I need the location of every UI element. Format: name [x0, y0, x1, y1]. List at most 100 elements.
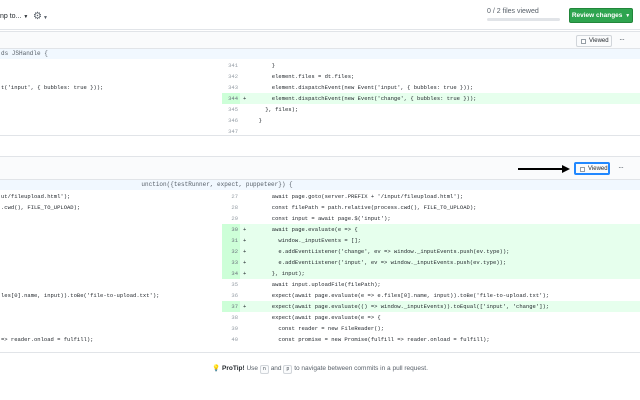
- line-number[interactable]: 38: [231, 314, 238, 321]
- chevron-down-icon: ▼: [42, 15, 48, 21]
- diff-sign: +: [243, 246, 251, 257]
- left-code: les[0].name, input)).toBe('file-to-uploa…: [1, 292, 160, 299]
- right-code: const reader = new FileReader();: [252, 325, 385, 332]
- right-code: }, input);: [252, 268, 640, 279]
- diff-sign: +: [243, 301, 251, 312]
- diff-line: 38 expect(await page.evaluate(e => {: [0, 312, 640, 323]
- line-number[interactable]: 29: [231, 215, 238, 222]
- more-options-icon[interactable]: ···: [619, 35, 625, 44]
- left-code: ut/fileupload.html');: [1, 193, 71, 200]
- diff-sign: +: [243, 235, 251, 246]
- right-code: }: [252, 62, 276, 69]
- diff-line: 34+ }, input);: [0, 268, 640, 279]
- right-code: element.dispatchEvent(new Event('change'…: [252, 93, 640, 104]
- file-diff-2: Viewed ··· unction({testRunner, expect, …: [0, 156, 640, 353]
- diff-line: 35 await input.uploadFile(filePath);: [0, 279, 640, 290]
- checkbox-icon: [581, 39, 586, 44]
- protip: 💡 ProTip! Use n and p to navigate betwee…: [0, 364, 640, 374]
- viewed-label: Viewed: [589, 38, 609, 44]
- diff-line: 37+ expect(await page.evaluate(() => win…: [0, 301, 640, 312]
- diff-line: 31+ window._inputEvents = [];: [0, 235, 640, 246]
- right-code: element.dispatchEvent(new Event('input',…: [252, 84, 474, 91]
- viewed-label: Viewed: [588, 166, 608, 172]
- kbd-key: n: [259, 365, 269, 374]
- diff-line: 32+ e.addEventListener('change', ev => w…: [0, 246, 640, 257]
- diff-line: 344+ element.dispatchEvent(new Event('ch…: [0, 93, 640, 104]
- line-number[interactable]: 31: [222, 235, 240, 246]
- files-viewed-counter: 0 / 2 files viewed: [487, 8, 539, 15]
- line-number[interactable]: 341: [228, 62, 238, 69]
- line-number[interactable]: 30: [222, 224, 240, 235]
- line-number[interactable]: 345: [228, 106, 238, 113]
- line-number[interactable]: 342: [228, 73, 238, 80]
- right-code: window._inputEvents = [];: [252, 235, 640, 246]
- jump-to-label: np to...: [0, 13, 22, 20]
- viewed-checkbox-button[interactable]: Viewed: [576, 35, 612, 47]
- line-number[interactable]: 32: [222, 246, 240, 257]
- line-number[interactable]: 33: [222, 257, 240, 268]
- hunk-header: ds JSHandle {: [0, 49, 640, 59]
- line-number[interactable]: 34: [222, 268, 240, 279]
- left-code: .cwd(), FILE_TO_UPLOAD);: [1, 204, 81, 211]
- chevron-down-icon: ▼: [625, 13, 631, 19]
- right-code: expect(await page.evaluate(() => window.…: [252, 301, 640, 312]
- diff-line: 39 const reader = new FileReader();: [0, 323, 640, 334]
- right-code: element.files = dt.files;: [252, 73, 355, 80]
- diff-settings-menu[interactable]: ⚙▼: [33, 11, 48, 22]
- jump-to-menu[interactable]: np to...▼: [0, 13, 28, 20]
- line-number[interactable]: 346: [228, 117, 238, 124]
- diff-sign: +: [243, 268, 251, 279]
- diff-line: ut/fileupload.html'); 27 await page.goto(…: [0, 191, 640, 202]
- line-number[interactable]: 39: [231, 325, 238, 332]
- diff-line: 345 }, files);: [0, 104, 640, 115]
- diff-line: les[0].name, input)).toBe('file-to-uploa…: [0, 290, 640, 301]
- lightbulb-icon: 💡: [212, 365, 221, 372]
- protip-text: Use: [246, 365, 259, 372]
- review-changes-label: Review changes: [571, 12, 623, 19]
- left-code: => reader.onload = fulfill);: [1, 336, 94, 343]
- more-options-icon[interactable]: ···: [618, 163, 624, 172]
- right-code: await page.evaluate(e => {: [252, 224, 640, 235]
- diff-sign: +: [243, 93, 251, 104]
- line-number[interactable]: 347: [228, 128, 238, 135]
- diff-line: 30+ await page.evaluate(e => {: [0, 224, 640, 235]
- viewed-checkbox-button[interactable]: Viewed: [574, 162, 610, 175]
- right-code: const filePath = path.relative(process.c…: [252, 204, 477, 211]
- right-code: const input = await page.$('input');: [252, 215, 391, 222]
- annotation-arrow-icon: [518, 165, 570, 173]
- hunk-header: unction({testRunner, expect, puppeteer})…: [0, 180, 640, 190]
- line-number[interactable]: 344: [222, 93, 240, 104]
- right-code: expect(await page.evaluate(e => {: [252, 314, 381, 321]
- file-diff-1: Viewed ··· ds JSHandle { 341 } 342 elemen…: [0, 31, 640, 136]
- diff-toolbar: np to...▼ ⚙▼ 0 / 2 files viewed Review c…: [0, 0, 640, 30]
- right-code: expect(await page.evaluate(e => e.files[…: [252, 292, 550, 299]
- diff-line: t('input', { bubbles: true }));343 eleme…: [0, 82, 640, 93]
- file-header: Viewed ···: [0, 32, 640, 49]
- right-code: }: [252, 117, 262, 124]
- right-code: }, files);: [252, 106, 299, 113]
- line-number[interactable]: 36: [231, 292, 238, 299]
- right-code: await page.goto(server.PREFIX + '/input/…: [252, 193, 464, 200]
- line-number[interactable]: 40: [231, 336, 238, 343]
- right-code: const promise = new Promise(fulfill => r…: [252, 336, 490, 343]
- line-number[interactable]: 37: [222, 301, 240, 312]
- protip-text: to navigate between commits in a pull re…: [294, 365, 428, 372]
- protip-label: ProTip!: [222, 365, 245, 372]
- line-number[interactable]: 35: [231, 281, 238, 288]
- file-header: Viewed ···: [0, 157, 640, 180]
- diff-line: => reader.onload = fulfill); 40 const pro…: [0, 334, 640, 345]
- files-viewed-progress-bar: [487, 18, 560, 21]
- right-code: e.addEventListener('change', ev => windo…: [252, 246, 640, 257]
- chevron-down-icon: ▼: [23, 14, 29, 20]
- line-number[interactable]: 28: [231, 204, 238, 211]
- diff-line: 342 element.files = dt.files;: [0, 71, 640, 82]
- line-number[interactable]: 343: [228, 84, 238, 91]
- gear-icon: ⚙: [33, 11, 42, 22]
- diff-line: .cwd(), FILE_TO_UPLOAD); 28 const filePat…: [0, 202, 640, 213]
- kbd-key: p: [283, 365, 293, 374]
- diff-sign: +: [243, 257, 251, 268]
- right-code: await input.uploadFile(filePath);: [252, 281, 381, 288]
- line-number[interactable]: 27: [231, 193, 238, 200]
- diff-line: 346 }: [0, 115, 640, 126]
- review-changes-button[interactable]: Review changes ▼: [569, 8, 633, 23]
